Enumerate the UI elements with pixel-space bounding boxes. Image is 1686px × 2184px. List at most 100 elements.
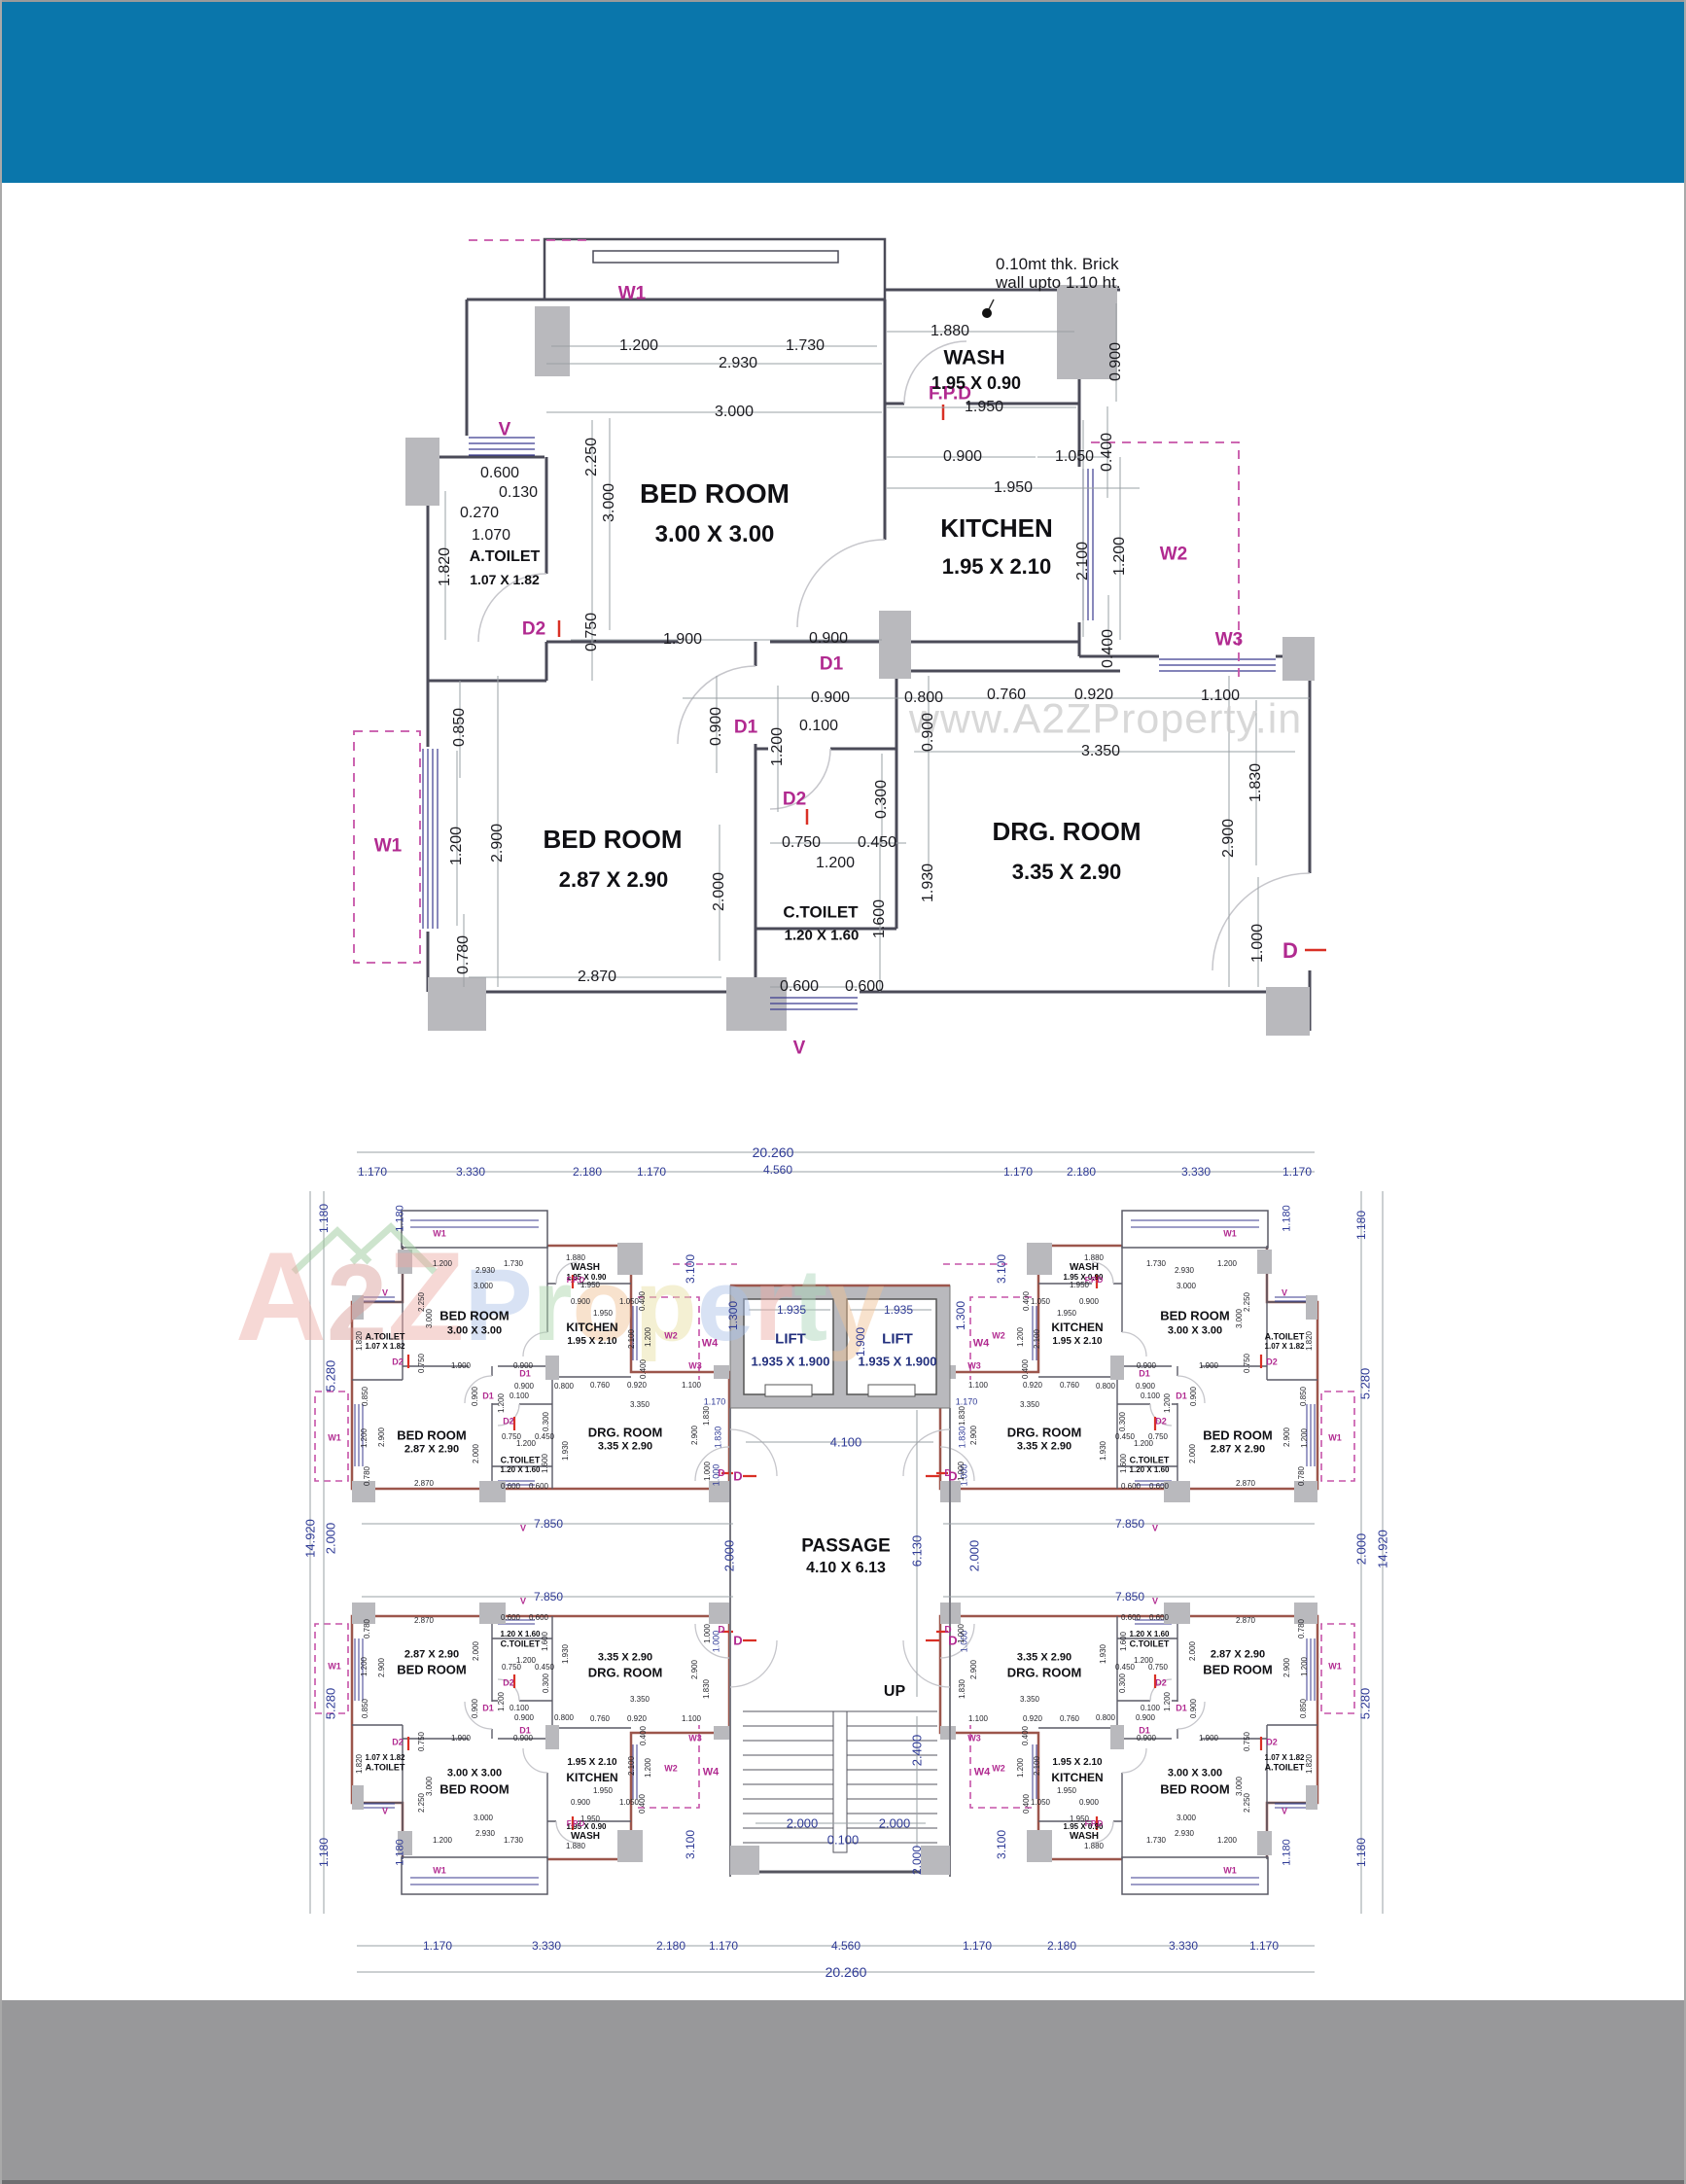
opening-label: W2 (664, 1330, 678, 1341)
dim-label: 1.200 (618, 337, 659, 354)
opening-label: D1 (1176, 1391, 1187, 1401)
dim-label: 2.930 (1174, 1829, 1195, 1838)
dim-label: 1.830 (1247, 762, 1264, 803)
dim-label: 2.000 (1188, 1640, 1197, 1662)
dim-label: 0.400 (638, 1290, 647, 1312)
dim-label: 2.870 (1235, 1616, 1256, 1625)
opening-label: F.P.D (566, 1819, 585, 1828)
dim-label: 2.000 (711, 871, 727, 912)
room-label: 1.20 X 1.60 (1129, 1630, 1170, 1638)
dim-label: 4.560 (830, 1939, 861, 1953)
dim-label: 1.200 (432, 1836, 453, 1845)
dim-label: 1.200 (1163, 1392, 1172, 1414)
opening-label: D2 (521, 618, 546, 640)
room-label: 3.00 X 3.00 (1167, 1767, 1223, 1779)
room-label: 3.35 X 2.90 (1016, 1651, 1072, 1664)
dim-label: 1.600 (1119, 1453, 1128, 1474)
opening-label: W1 (1223, 1228, 1237, 1239)
dim-label: 0.800 (1095, 1382, 1116, 1391)
opening-label: W1 (433, 1865, 446, 1876)
dim-label: 1.830 (958, 1405, 966, 1427)
dim-label: 2.930 (474, 1829, 496, 1838)
room-label: 1.95 X 2.10 (1052, 1757, 1103, 1768)
room-label: 1.07 X 1.82 (1264, 1342, 1305, 1351)
dim-label: 3.000 (1235, 1776, 1244, 1797)
dim-label: 1.180 (1281, 1839, 1293, 1866)
dim-label: 2.900 (489, 823, 506, 863)
dim-label: 7.850 (533, 1590, 564, 1603)
dim-label: 6.130 (909, 1534, 925, 1568)
dim-label: 5.280 (1357, 1687, 1373, 1720)
dim-label: 3.000 (714, 404, 755, 420)
dim-label: 2.000 (323, 1522, 338, 1555)
dim-label: 3.000 (601, 482, 617, 523)
dim-label: 2.250 (1243, 1792, 1251, 1814)
room-label: BED ROOM (1160, 1308, 1230, 1323)
dim-label: 1.180 (394, 1205, 406, 1232)
room-label: BED ROOM (1203, 1662, 1273, 1677)
dim-label: 2.900 (1220, 818, 1237, 859)
watermark-letter: r (754, 1249, 794, 1362)
room-label: DRG. ROOM (587, 1665, 663, 1680)
dim-label: 1.950 (592, 1786, 614, 1795)
dim-label: 0.100 (509, 1704, 530, 1712)
dim-label: 3.100 (684, 1253, 697, 1285)
dim-label: 1.200 (1016, 1326, 1025, 1348)
room-label: 1.95 X 2.10 (567, 1757, 617, 1768)
dim-label: 0.900 (512, 1361, 534, 1370)
dim-label: 2.250 (583, 437, 600, 477)
room-label: 3.00 X 3.00 (446, 1767, 503, 1779)
dim-label: 2.870 (577, 969, 617, 985)
unit-plan-walls (353, 237, 1326, 1036)
dim-label: 1.180 (317, 1203, 331, 1234)
room-label: DRG. ROOM (1006, 1425, 1082, 1440)
dim-label: 0.750 (1147, 1432, 1169, 1441)
dim-label: 0.750 (781, 834, 822, 851)
room-label: DRG. ROOM (1006, 1665, 1082, 1680)
dim-label: 3.100 (995, 1829, 1008, 1860)
dim-label: 1.200 (1300, 1427, 1309, 1449)
dim-label: 0.800 (903, 689, 944, 706)
dim-label: 1.935 (776, 1303, 807, 1317)
dim-label: 2.000 (721, 1539, 737, 1572)
dim-label: 3.350 (629, 1695, 650, 1704)
dim-label: 1.050 (1030, 1798, 1051, 1807)
dim-label: 0.900 (1136, 1361, 1157, 1370)
dim-label: 2.180 (572, 1165, 603, 1179)
dim-label: 1.050 (1030, 1297, 1051, 1306)
dim-label: 2.180 (1046, 1939, 1077, 1953)
dim-label: 0.750 (1243, 1731, 1251, 1752)
dim-label: 1.880 (565, 1253, 586, 1262)
dim-label: 1.200 (448, 826, 465, 866)
opening-label: D1 (1176, 1703, 1187, 1713)
dim-label: 5.280 (1357, 1367, 1373, 1400)
dim-label: 4.560 (762, 1163, 793, 1177)
room-label: 1.07 X 1.82 (470, 572, 540, 587)
opening-label: D (948, 1633, 958, 1648)
dim-label: 0.920 (1022, 1381, 1043, 1390)
room-label: DRG. ROOM (992, 817, 1142, 846)
dim-label: 2.100 (627, 1755, 636, 1777)
dim-label: 1.000 (1249, 923, 1266, 964)
dim-label: 0.900 (942, 448, 983, 465)
dim-label: 1.900 (662, 631, 703, 648)
opening-label: V (519, 1523, 527, 1533)
dim-label: 0.760 (589, 1714, 611, 1723)
dim-label: 2.100 (627, 1328, 636, 1350)
dim-label: 1.000 (703, 1461, 712, 1482)
dim-label: 0.780 (363, 1465, 371, 1487)
watermark-logo: A2Z Property (235, 1233, 884, 1359)
room-label: BED ROOM (1160, 1781, 1230, 1797)
annotation-line2: wall upto 1.10 ht. (996, 273, 1121, 292)
dim-label: 0.600 (779, 978, 820, 995)
dim-label: 2.870 (1235, 1479, 1256, 1488)
room-label: 3.00 X 3.00 (446, 1324, 503, 1337)
watermark-letter: Z (387, 1225, 465, 1367)
dim-label: 2.930 (474, 1266, 496, 1275)
dim-label: 2.870 (413, 1616, 435, 1625)
dim-label: 1.200 (515, 1439, 537, 1448)
dim-label: 0.900 (1136, 1734, 1157, 1743)
dim-label: 1.200 (1133, 1656, 1154, 1665)
dim-label: 1.200 (497, 1392, 506, 1414)
dim-label: 1.830 (702, 1678, 711, 1700)
